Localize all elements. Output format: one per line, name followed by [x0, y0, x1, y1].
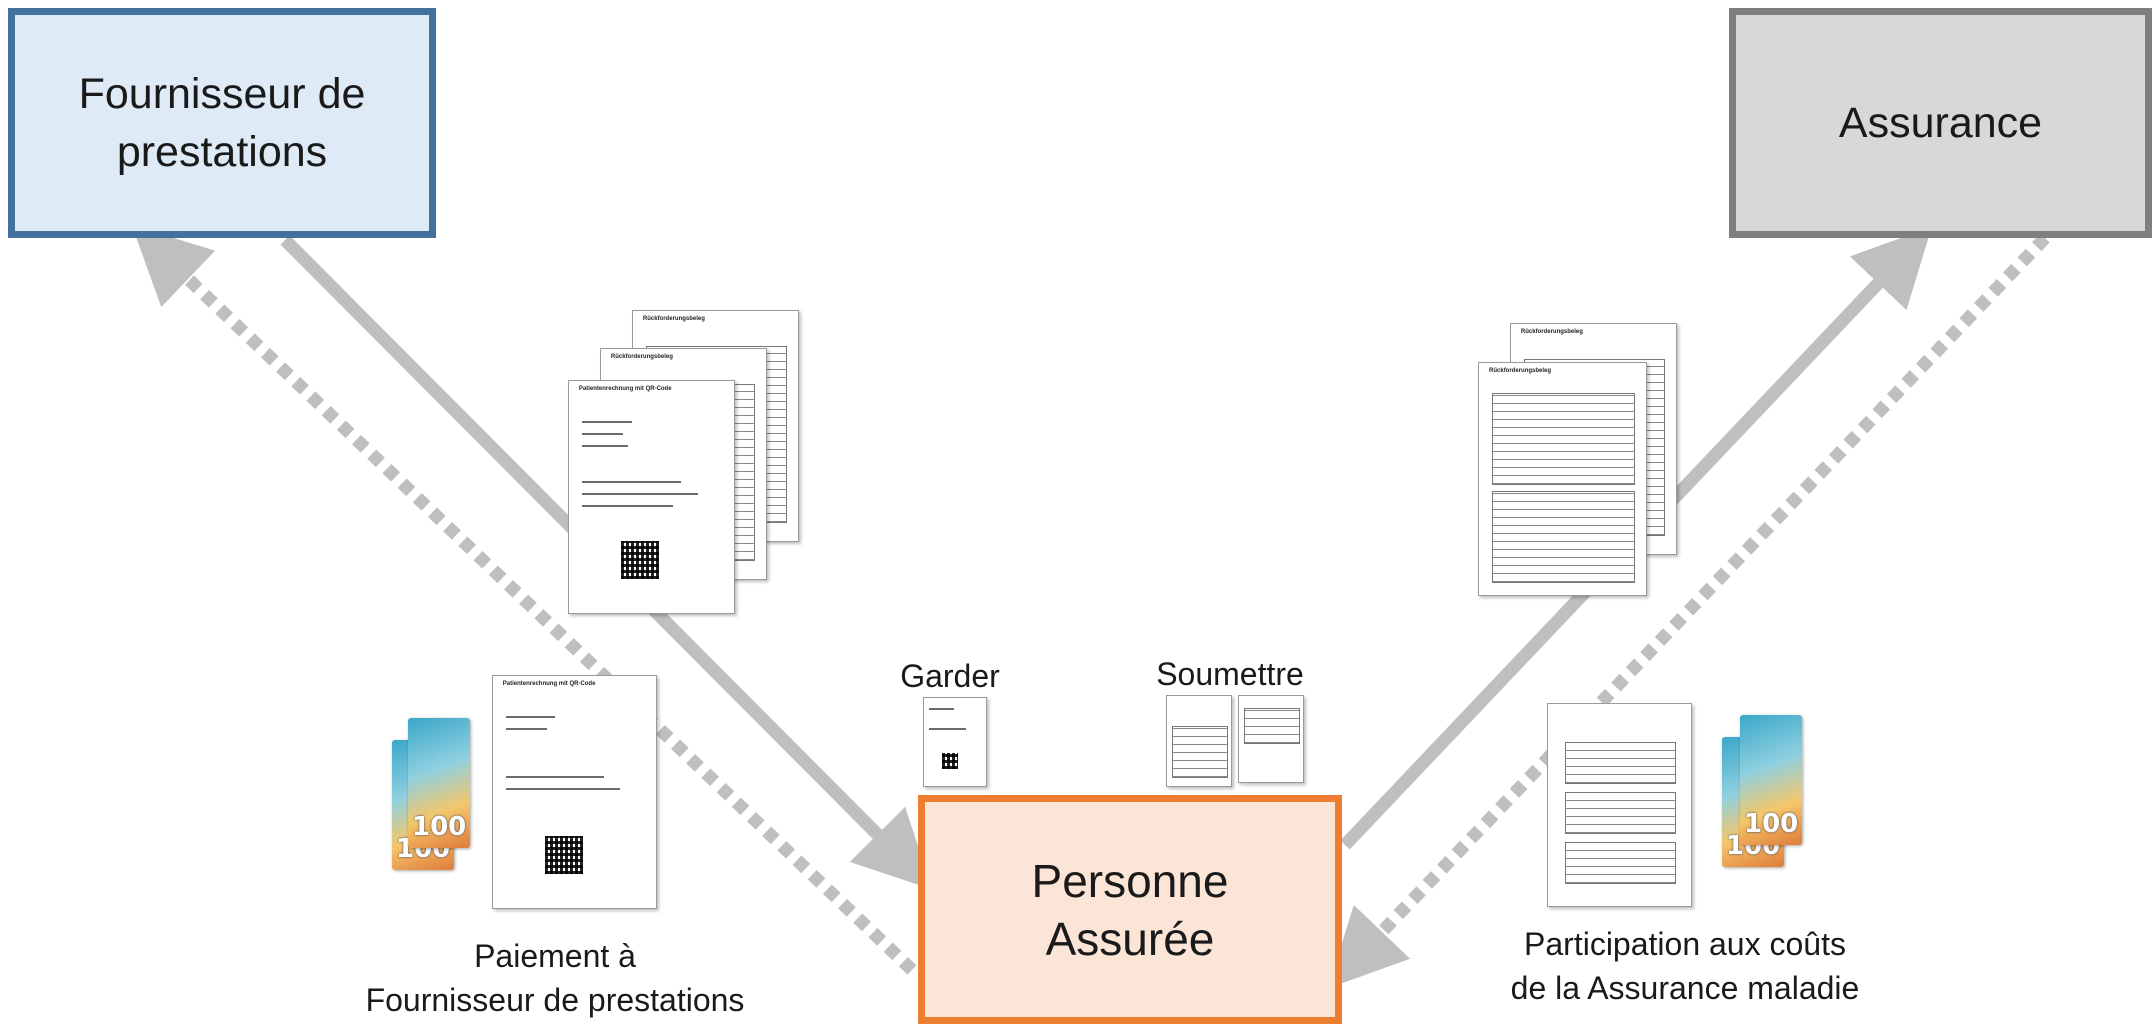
submitted-statement-doc	[1166, 695, 1232, 787]
submitted-statement-doc	[1238, 695, 1304, 783]
arrow-insurance-to-insured-dotted	[1328, 233, 2050, 989]
label-payment-to-provider: Paiement à Fournisseur de prestations	[365, 938, 745, 1018]
node-insured-person: Personne Assurée	[918, 795, 1342, 1024]
label-keep: Garder	[900, 658, 1000, 694]
arrow-insured-to-provider-dotted	[131, 225, 917, 975]
statement-title: Rückforderungsbeleg	[610, 354, 673, 360]
invoice-title: Patientenrechnung mit QR-Code	[578, 386, 672, 392]
invoice-doc: Patientenrechnung mit QR-Code	[568, 380, 735, 614]
kept-invoice-doc	[923, 697, 987, 787]
statement-doc: Rückforderungsbeleg	[1478, 362, 1647, 596]
node-insurance: Assurance	[1729, 8, 2152, 238]
statement-title: Rückforderungsbeleg	[1520, 329, 1583, 335]
banknote-icon: 100	[408, 718, 470, 848]
banknote-value: 100	[412, 812, 467, 842]
node-service-provider: Fournisseur de prestations	[8, 8, 436, 238]
statement-title: Rückforderungsbeleg	[642, 316, 705, 322]
cost-share-statement-doc	[1547, 703, 1692, 907]
statement-title: Rückforderungsbeleg	[1489, 368, 1552, 374]
banknote-value: 100	[1744, 809, 1799, 839]
label-cost-share: Participation aux coûts de la Assurance …	[1510, 926, 1860, 1006]
banknote-icon: 100	[1740, 715, 1802, 845]
payment-invoice-doc: Patientenrechnung mit QR-Code	[492, 675, 657, 909]
label-submit: Soumettre	[1156, 656, 1304, 692]
invoice-title: Patientenrechnung mit QR-Code	[502, 681, 596, 687]
